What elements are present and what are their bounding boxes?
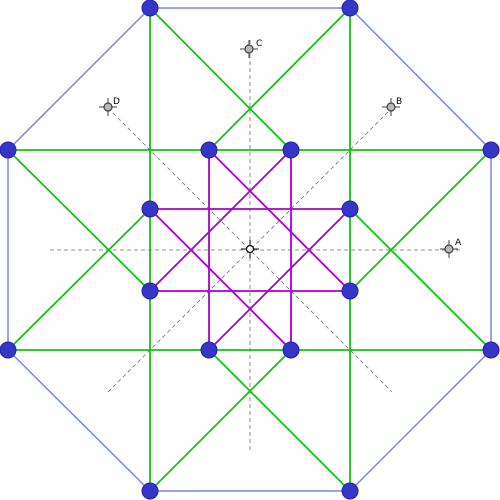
outer-vertex-point[interactable]: [0, 141, 17, 159]
purple-star-lines: [149, 149, 351, 351]
inner-vertex-point[interactable]: [341, 200, 359, 218]
inner-vertex-point[interactable]: [200, 341, 218, 359]
crosshair-ring: [245, 244, 255, 254]
inner-vertex-point[interactable]: [282, 341, 300, 359]
outer-vertex-point[interactable]: [141, 0, 159, 17]
control-point-label-b: B: [396, 97, 402, 107]
outer-vertex-point[interactable]: [0, 341, 17, 359]
inner-vertex-point[interactable]: [141, 200, 159, 218]
outer-vertex-point[interactable]: [141, 482, 159, 500]
outer-vertex-point[interactable]: [341, 482, 359, 500]
control-point-crosshair-icon[interactable]: [240, 40, 258, 58]
green-line: [7, 208, 151, 351]
inner-vertex-point[interactable]: [200, 141, 218, 159]
outer-vertex-point[interactable]: [482, 341, 500, 359]
crosshair-ring: [386, 102, 396, 112]
control-point-crosshair-icon[interactable]: [440, 240, 458, 258]
purple-line: [208, 149, 351, 292]
green-line: [149, 349, 292, 492]
guide-diagonal-rising: [107, 107, 393, 393]
control-point-markers[interactable]: A B C D: [99, 39, 462, 258]
guide-diagonal-falling: [107, 107, 393, 393]
crosshair-ring: [244, 44, 254, 54]
outer-vertex-point[interactable]: [482, 141, 500, 159]
green-line: [349, 149, 492, 292]
green-star-lines: [7, 7, 492, 492]
control-point-label-a: A: [455, 238, 462, 248]
green-line: [349, 208, 492, 351]
center-crosshair-icon[interactable]: [241, 240, 259, 258]
control-point-crosshair-icon[interactable]: [382, 98, 400, 116]
inner-vertex-point[interactable]: [341, 282, 359, 300]
green-line: [7, 149, 151, 292]
inner-vertex-point[interactable]: [141, 282, 159, 300]
control-point-label-c: C: [256, 39, 262, 49]
control-point-crosshair-icon[interactable]: [99, 98, 117, 116]
green-line: [208, 349, 351, 492]
green-line: [149, 7, 292, 151]
crosshair-ring: [103, 102, 113, 112]
control-point-label-d: D: [113, 97, 120, 107]
purple-line: [149, 149, 292, 292]
green-line: [208, 7, 351, 151]
outer-vertex-point[interactable]: [341, 0, 359, 17]
purple-line: [208, 208, 351, 351]
inner-vertex-point[interactable]: [282, 141, 300, 159]
purple-line: [149, 208, 292, 351]
crosshair-ring: [444, 244, 454, 254]
